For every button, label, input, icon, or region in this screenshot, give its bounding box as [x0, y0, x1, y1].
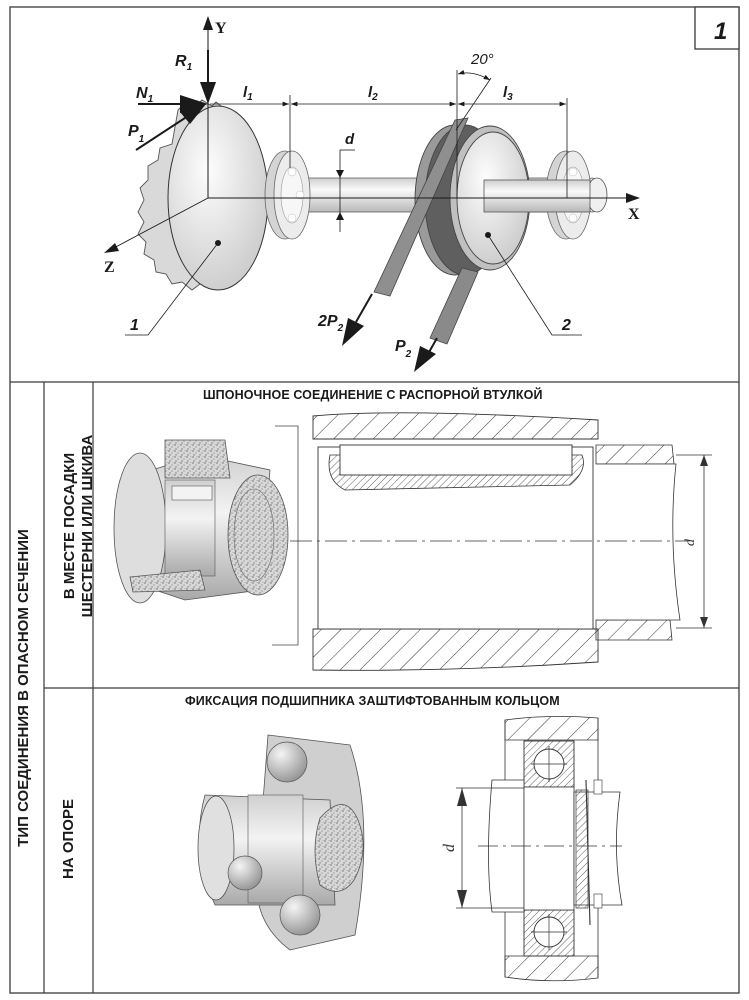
l1-label: l1 — [243, 84, 253, 103]
l2-label: l2 — [368, 84, 378, 103]
row-1-label-line-2: ШЕСТЕРНИ ИЛИ ШКИВА — [79, 434, 96, 618]
p2-force-arrow — [414, 346, 436, 372]
left-bearing — [264, 150, 311, 240]
keyed-joint-3d-view — [113, 439, 289, 604]
z-axis — [109, 197, 209, 251]
shaft-assembly-diagram — [104, 16, 640, 372]
n1-label: N1 — [136, 85, 154, 105]
p1-force-line — [135, 115, 189, 151]
r1-force-arrow — [200, 82, 216, 104]
pinned-ring — [575, 789, 589, 909]
row-2-label: НА ОПОРЕ — [60, 799, 77, 879]
y-axis-arrow — [203, 16, 213, 30]
x-axis-arrow — [626, 193, 640, 203]
d-label-row1: d — [683, 538, 698, 546]
callout-2-leader — [487, 234, 582, 336]
spacer-sleeve-top — [595, 444, 675, 465]
y-axis-label: Y — [215, 20, 227, 37]
outer-border — [9, 6, 740, 994]
d-label-top: d — [345, 131, 355, 148]
belt-slack — [429, 267, 479, 345]
z-axis-label: Z — [104, 259, 115, 276]
l3-label: l3 — [503, 84, 513, 103]
pin — [585, 779, 591, 926]
angle-arc — [457, 69, 491, 81]
2p2-force-arrow — [342, 318, 364, 346]
2p2-force-line — [355, 293, 373, 323]
d-arrow-bottom — [336, 212, 344, 220]
figure-number: 1 — [714, 18, 727, 45]
key — [339, 444, 573, 476]
callout-2-label: 2 — [561, 317, 571, 334]
angle-line — [455, 77, 492, 131]
d-arrow-top — [336, 170, 344, 178]
leader-bracket — [272, 425, 299, 646]
callout-1-leader — [125, 242, 219, 336]
p1-force-arrow — [180, 104, 206, 124]
row-1-title: ШПОНОЧНОЕ СОЕДИНЕНИЕ С РАСПОРНОЙ ВТУЛКОЙ — [203, 388, 543, 402]
row-2-title: ФИКСАЦИЯ ПОДШИПНИКА ЗАШТИФТОВАННЫМ КОЛЬЦ… — [185, 694, 560, 708]
keyed-joint-section-view — [290, 412, 712, 671]
bearing-section-view — [456, 716, 623, 982]
r1-label: R1 — [175, 53, 193, 73]
p2-label: P2 — [395, 338, 412, 360]
outer-row-label: ТИП СОЕДИНЕНИЯ В ОПАСНОМ СЕЧЕНИИ — [15, 529, 32, 847]
x-axis-label: X — [628, 206, 640, 223]
angle-label: 20° — [470, 51, 494, 68]
z-axis-arrow — [104, 243, 119, 253]
bearing-3d-view — [197, 734, 365, 951]
n1-force-arrow — [180, 95, 208, 113]
gear — [137, 99, 269, 291]
pulley — [414, 124, 591, 276]
2p2-label: 2P2 — [317, 313, 344, 334]
callout-1-label: 1 — [130, 317, 139, 334]
row-1-label-line-1: В МЕСТЕ ПОСАДКИ — [61, 452, 78, 600]
spacer-sleeve-bottom — [595, 619, 673, 641]
d-label-row2: d — [441, 843, 458, 852]
figure-number-box — [694, 6, 740, 50]
p1-label: P1 — [128, 123, 145, 145]
